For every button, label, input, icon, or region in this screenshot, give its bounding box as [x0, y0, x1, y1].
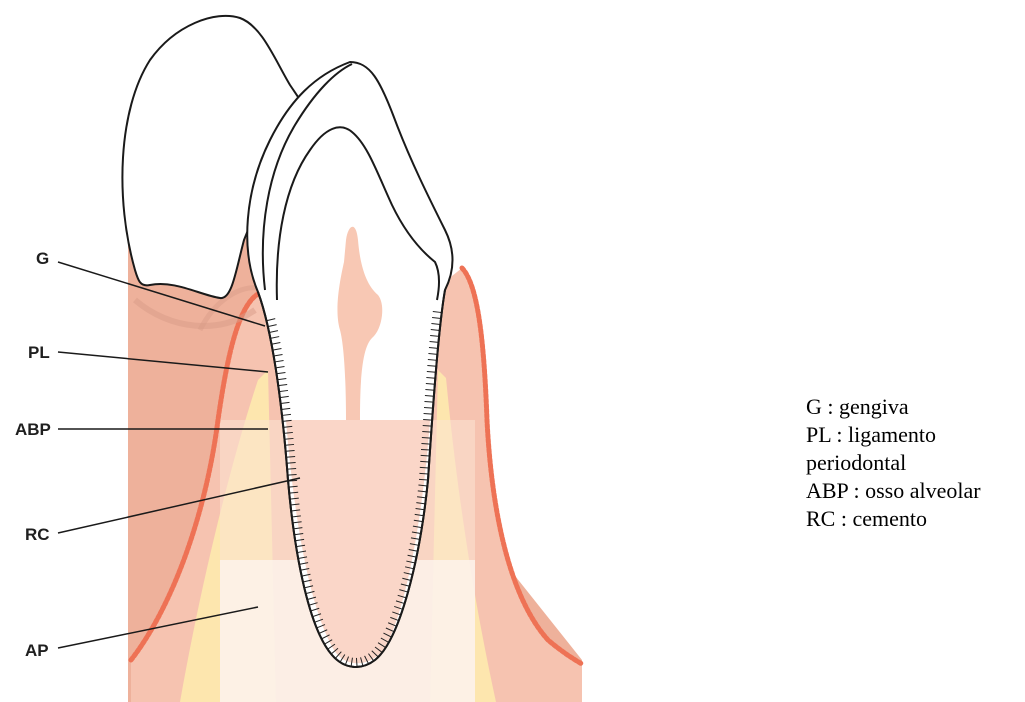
legend: G : gengiva PL : ligamento periodontal A…	[806, 393, 1021, 533]
callout-abp: ABP	[15, 420, 51, 439]
callout-pl: PL	[28, 343, 50, 362]
callout-g: G	[36, 249, 49, 268]
ligament-fiber	[423, 425, 432, 426]
ligament-fiber	[420, 461, 429, 462]
ligament-fiber	[422, 437, 431, 438]
ligament-fiber	[422, 431, 431, 432]
legend-item-rc: RC : cemento	[806, 505, 1021, 533]
legend-item-abp: ABP : osso alveolar	[806, 477, 1021, 505]
legend-item-pl: PL : ligamento	[806, 421, 1021, 449]
ligament-fiber	[288, 474, 297, 475]
ligament-fiber	[421, 449, 430, 450]
ligament-fiber	[419, 479, 428, 480]
ligament-fiber	[424, 401, 433, 402]
ligament-fiber	[424, 413, 433, 414]
callout-ap: AP	[25, 641, 49, 660]
legend-item-pl-cont: periodontal	[806, 449, 1021, 477]
ligament-fiber	[421, 455, 430, 456]
ligament-fiber	[425, 395, 434, 396]
legend-item-g: G : gengiva	[806, 393, 1021, 421]
ligament-fiber	[287, 468, 296, 469]
ligament-fiber	[356, 658, 357, 667]
ligament-fiber	[420, 467, 429, 468]
ligament-fiber	[424, 407, 433, 408]
ligament-fiber	[419, 473, 428, 474]
callout-rc: RC	[25, 525, 50, 544]
ligament-fiber	[425, 389, 434, 390]
ligament-fiber	[423, 419, 432, 420]
ligament-fiber	[421, 443, 430, 444]
